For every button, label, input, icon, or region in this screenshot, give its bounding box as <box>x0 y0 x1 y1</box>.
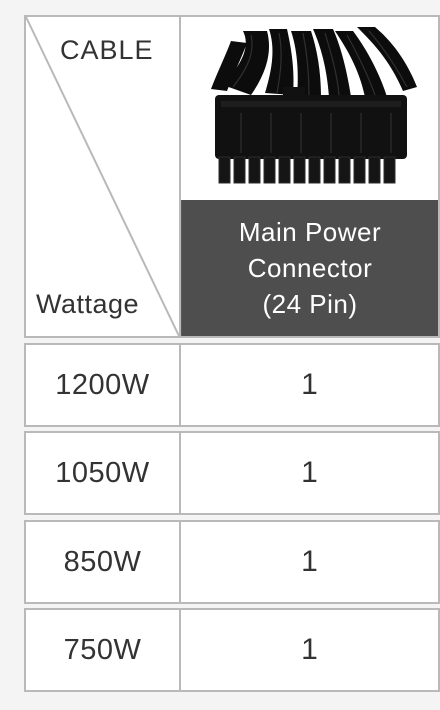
connector-count: 1 <box>301 368 318 401</box>
table-row: 850W 1 <box>24 520 440 604</box>
connector-name-cell: Main Power Connector (24 Pin) <box>181 200 438 336</box>
connector-name-line-1: Main Power <box>238 217 382 247</box>
wattage-cell: 750W <box>26 610 181 690</box>
connector-name-line-3: (24 Pin) <box>262 289 358 319</box>
connector-count: 1 <box>301 456 318 489</box>
wattage-value: 1200W <box>55 368 150 401</box>
wattage-cell: 850W <box>26 522 181 602</box>
wattage-value: 1050W <box>55 456 150 489</box>
count-cell: 1 <box>181 433 438 513</box>
connector-image-cell <box>181 17 438 198</box>
wattage-label: Wattage <box>36 289 140 319</box>
count-cell: 1 <box>181 522 438 602</box>
count-cell: 1 <box>181 610 438 690</box>
table-row: 1050W 1 <box>24 431 440 515</box>
count-cell: 1 <box>181 345 438 425</box>
connector-count: 1 <box>301 545 318 578</box>
cable-label: CABLE <box>60 35 154 65</box>
wattage-cell: 1050W <box>26 433 181 513</box>
24-pin-connector-icon <box>211 27 417 184</box>
table-row: 750W 1 <box>24 608 440 692</box>
connector-name-line-2: Connector <box>247 253 373 283</box>
wattage-cell: 1200W <box>26 345 181 425</box>
corner-cell: CABLE Wattage <box>26 17 181 336</box>
connector-count: 1 <box>301 633 318 666</box>
wattage-value: 750W <box>63 633 142 666</box>
table-row: 1200W 1 <box>24 343 440 427</box>
table-header: CABLE Wattage <box>24 15 440 338</box>
wattage-value: 850W <box>63 545 142 578</box>
diagonal-divider <box>26 17 180 336</box>
